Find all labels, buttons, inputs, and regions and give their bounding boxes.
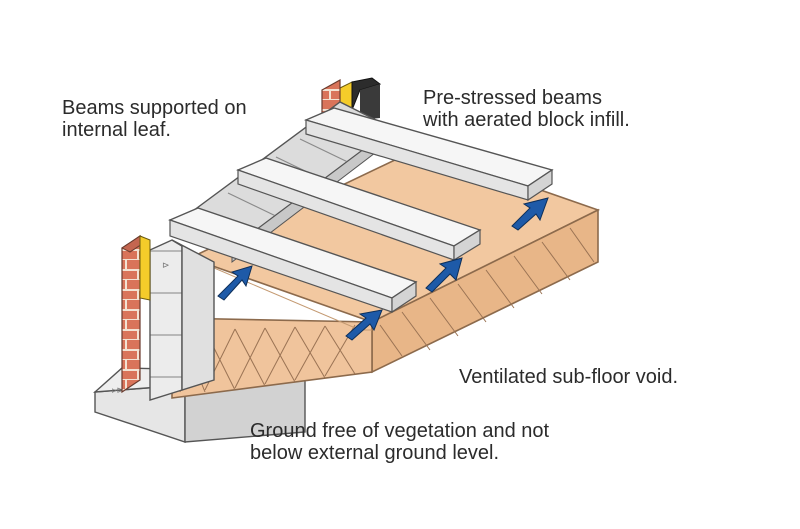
- label-prestressed-beams-line1: Pre-stressed beams: [423, 87, 602, 109]
- outer-leaf-brickwork: [121, 234, 149, 394]
- label-ground-line1: Ground free of vegetation and not: [250, 420, 550, 442]
- label-ground: Ground free of vegetation and not below …: [250, 420, 549, 464]
- beam-back: [303, 107, 554, 202]
- airflow-arrow-4: [511, 197, 549, 231]
- label-beams-supported: Beams supported on internal leaf.: [62, 97, 247, 141]
- label-prestressed-beams-line2: with aerated block infill.: [423, 109, 630, 131]
- label-prestressed-beams: Pre-stressed beams with aerated block in…: [423, 87, 630, 131]
- svg-text:⊳: ⊳: [162, 260, 170, 270]
- beam-front: [168, 207, 418, 314]
- label-beams-supported-line2: internal leaf.: [62, 119, 171, 141]
- label-ventilated-void: Ventilated sub-floor void.: [459, 366, 678, 388]
- airflow-arrow-3: [425, 257, 463, 293]
- airflow-arrow-2: [345, 309, 383, 341]
- label-ventilated-void-line1: Ventilated sub-floor void.: [459, 366, 679, 388]
- airflow-arrow-1: [217, 265, 253, 301]
- label-beams-supported-line1: Beams supported on: [62, 97, 247, 119]
- label-ground-line2: below external ground level.: [250, 442, 500, 464]
- airflow-arrows: [217, 197, 549, 341]
- beam-middle: [236, 157, 482, 262]
- svg-text:▹⊳: ▹⊳: [112, 385, 124, 395]
- inner-leaf-blockwork: ⊳: [149, 239, 215, 401]
